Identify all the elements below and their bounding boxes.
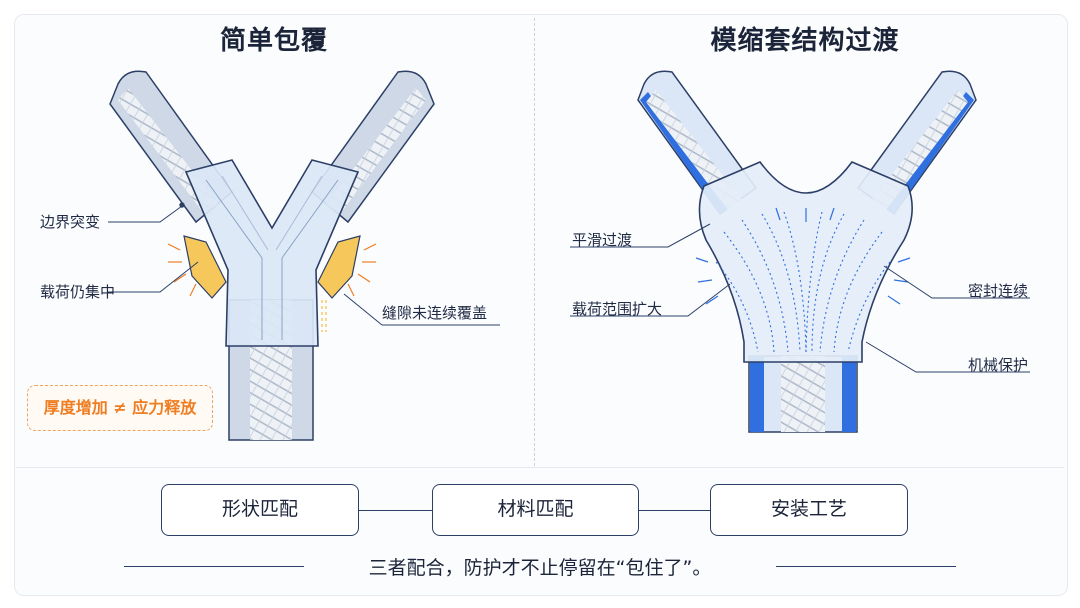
label-seal-continuous: 密封连续 [968,282,1029,300]
load-flow-lines [715,211,891,353]
label-smooth-transition: 平滑过渡 [572,231,633,249]
factor-installation-process: 安装工艺 [710,484,908,536]
right-trunk-braid [781,356,825,432]
warning-box: 厚度增加 ≠ 应力释放 [27,385,213,431]
label-load-spread: 载荷范围扩大 [572,300,663,318]
right-panel-title: 模缩套结构过渡 [710,26,900,56]
conclusion-text: 三者配合，防护才不止停留在“包住了”。 [368,557,712,579]
left-panel-title: 简单包覆 [219,26,328,56]
conclusion-line-left [124,566,304,567]
panel-divider [534,18,535,466]
left-stress-rays [167,243,377,297]
factor-material-match: 材料匹配 [432,484,639,536]
right-y-cable [637,70,977,433]
factor-shape-match: 形状匹配 [161,484,359,536]
label-gap-uncovered: 缝隙未连续覆盖 [382,304,488,322]
conclusion-line-right [776,566,956,567]
label-edge-change: 边界突变 [40,213,101,231]
right-leaders [570,223,1030,373]
connector-1-2 [359,510,432,511]
molded-sleeve [698,161,913,363]
left-y-cable [109,70,435,441]
left-patch-left [183,235,227,299]
spread-arrows [695,207,911,305]
left-sleeve [184,159,360,347]
label-mechanical-protection: 机械保护 [968,356,1029,374]
connector-2-3 [639,510,710,511]
section-divider [16,467,1064,468]
left-patch-right [317,235,361,299]
left-leaders [108,202,500,326]
label-load-concentrated: 载荷仍集中 [40,283,116,301]
